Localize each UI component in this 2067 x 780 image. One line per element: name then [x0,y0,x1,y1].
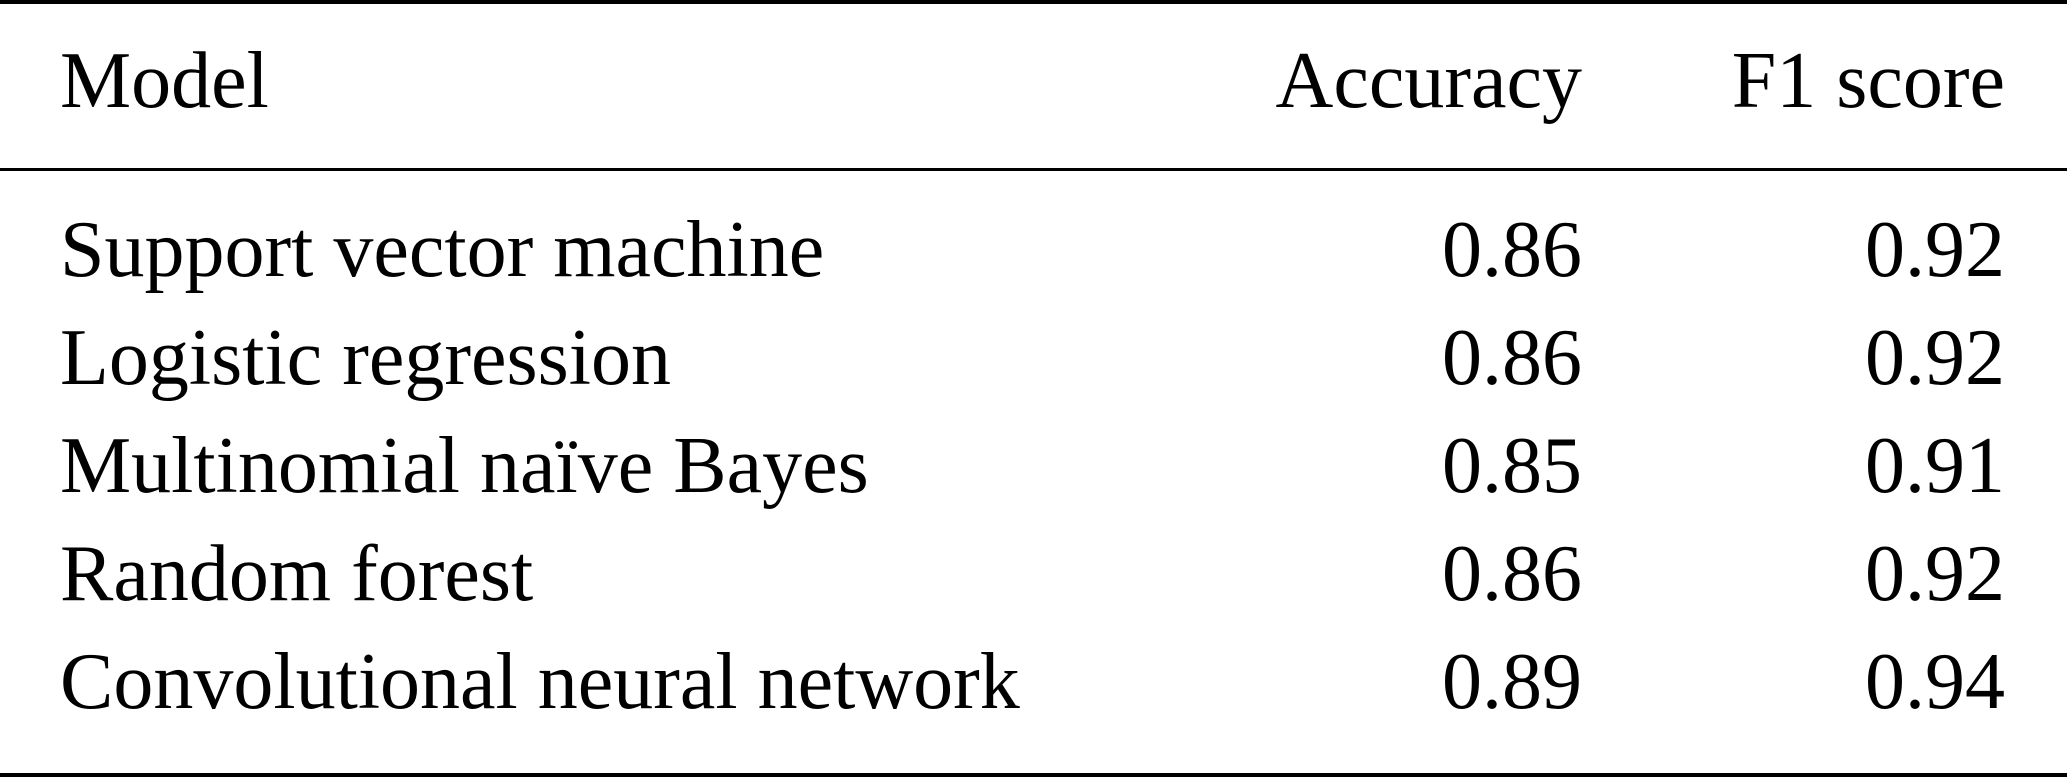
model-name: Random forest [60,530,534,618]
table-row: Random forest 0.86 0.92 [0,520,2067,628]
column-header-accuracy: Accuracy [1275,37,1582,125]
f1-score-value: 0.92 [1865,206,2005,294]
table-row: Support vector machine 0.86 0.92 [0,196,2067,304]
model-name: Support vector machine [60,206,825,294]
f1-score-value: 0.92 [1865,314,2005,402]
model-name: Convolutional neural network [60,638,1020,726]
column-header-model: Model [60,37,269,125]
f1-score-value: 0.91 [1865,422,2005,510]
f1-score-value: 0.94 [1865,638,2005,726]
accuracy-value: 0.86 [1442,530,1582,618]
model-name: Multinomial naïve Bayes [60,422,869,510]
accuracy-value: 0.89 [1442,638,1582,726]
table-header-row: Model Accuracy F1 score [0,27,2067,135]
accuracy-value: 0.86 [1442,206,1582,294]
accuracy-value: 0.86 [1442,314,1582,402]
table-row: Logistic regression 0.86 0.92 [0,304,2067,412]
table-row: Convolutional neural network 0.89 0.94 [0,628,2067,736]
model-name: Logistic regression [60,314,671,402]
table-row: Multinomial naïve Bayes 0.85 0.91 [0,412,2067,520]
top-rule [0,0,2067,4]
header-rule [0,168,2067,171]
f1-score-value: 0.92 [1865,530,2005,618]
accuracy-value: 0.85 [1442,422,1582,510]
column-header-f1-score: F1 score [1731,37,2005,125]
bottom-rule [0,773,2067,777]
